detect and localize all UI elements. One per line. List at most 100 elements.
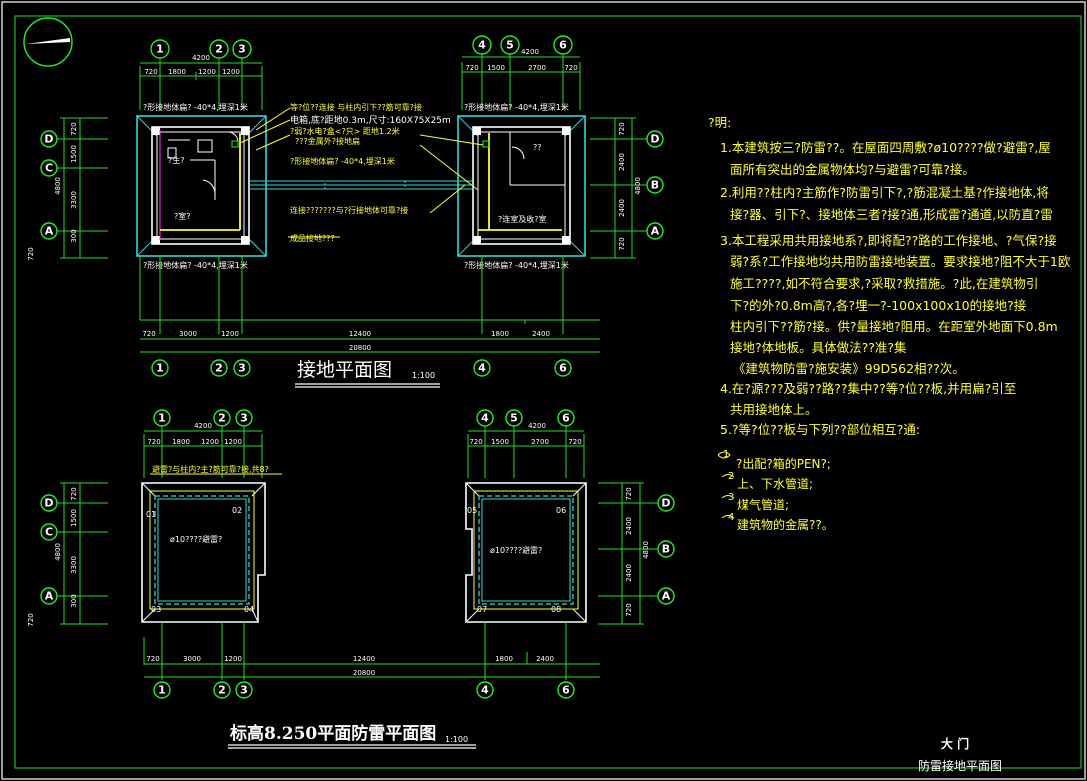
plan1-room-right-2: ?连室及收?室 — [498, 214, 547, 224]
plan1-ann-mid2: 电箱,底?距地0.3m,尺寸:160X75X25m — [290, 114, 451, 126]
plan1-left-dim-4: 720 — [27, 247, 35, 260]
plan1-ann-ring-tl: ?形接地体扁? -40*4,埋深1米 — [143, 102, 248, 112]
notes-line-0: 1.本建筑按三?防雷??。在屋面四周敷?ø10????做?避雷?,屋 — [720, 140, 1051, 155]
plan1-axis-bottom-6: 6 — [559, 362, 567, 375]
plan1-ann-mid5: ?形接地体扁? -40*4,埋深1米 — [290, 156, 395, 166]
plan2-right-lightning-belt — [478, 495, 574, 605]
plan1-ann-mid7: 成品接地??? — [290, 233, 335, 243]
plan1-bottom-dim-4: 1800 — [491, 330, 509, 338]
sheet-border-inner — [14, 15, 1082, 769]
plan2-axis-right-A: A — [662, 590, 671, 603]
notes-line-7: 下?的外?0.8m高?,各?埋一?-100x100x10的接地?接 — [730, 298, 1027, 313]
plan1-axis-top-5: 5 — [506, 39, 514, 52]
title-block-subtitle: 防雷接地平面图 — [918, 758, 1002, 773]
plan1-ann-mid6: 连接???????与?行接地体可靠?接 — [290, 205, 408, 215]
plan1-axis-bottom-3: 3 — [238, 362, 246, 375]
plan1-left-dim-1: 1500 — [70, 145, 78, 163]
plan2-top-dim-overall-right: 4200 — [528, 422, 546, 430]
notes-sub-item-2: 上、下水管道; — [737, 476, 813, 491]
plan1-top-dim-overall-right: 4200 — [521, 48, 539, 56]
plan2-right-dim-0: 720 — [625, 487, 633, 500]
plan2-axis-top-5: 5 — [510, 412, 518, 425]
plan1-axis-bottom-1: 1 — [156, 362, 164, 375]
plan2-right-dim-3: 720 — [625, 603, 633, 616]
plan1-right-ring-ground — [457, 115, 586, 257]
plan1-scale: 1:100 — [412, 371, 435, 380]
plan1-left-dim-0: 720 — [70, 122, 78, 135]
plan1-bottom-dim-5: 2400 — [532, 330, 550, 338]
plan1-left-dim-3: 300 — [70, 229, 78, 242]
plan2-right-dim-1: 2400 — [625, 517, 633, 535]
notes-sub-item-1: ?出配?箱的PEN?; — [736, 456, 831, 471]
plan1-left-ring-ground — [136, 115, 267, 257]
plan2-left-dim-0: 720 — [70, 487, 78, 500]
plan1-axis-top-1: 1 — [156, 43, 164, 56]
notes-line-3: 接?器、引下?、接地体三者?接?通,形成雷?通道,以防直?雷 — [730, 207, 1053, 222]
plan2-axis-bottom-3: 3 — [240, 684, 248, 697]
notes-heading: ?明: — [708, 115, 731, 130]
plan2-point-08: 08 — [551, 605, 561, 614]
plan2-axis-left-D: D — [44, 497, 53, 510]
plan2-point-02: 02 — [232, 506, 242, 515]
plan1-ann-ring-bl: ?形接地体扁? -40*4,埋深1米 — [143, 260, 248, 270]
plan2-axis-top-6: 6 — [562, 412, 570, 425]
plan1-axis-top-3: 3 — [238, 43, 246, 56]
plan1-title: 接地平面图 — [297, 359, 392, 381]
plan1-bottom-overall: 20800 — [349, 344, 371, 352]
plan2-top-dim-l1: 1800 — [172, 438, 190, 446]
plan2-right-dim-2: 2400 — [625, 564, 633, 582]
plan1-axis-bottom-2: 2 — [215, 362, 223, 375]
plan2-point-03: 03 — [151, 605, 161, 614]
plan2-axis-bottom-6: 6 — [562, 684, 570, 697]
plan1-right-dim-2: 2400 — [618, 199, 626, 217]
plan2-point-04: 04 — [244, 605, 254, 614]
notes-line-6: 施工????,如不符合要求,?采取?救措施。?此,在建筑物引 — [730, 276, 1038, 291]
plan2-title: 标高8.250平面防雷平面图 — [230, 723, 436, 744]
plan1-bottom-dim-2: 1200 — [221, 330, 239, 338]
plan2-top-dim-l0: 720 — [147, 438, 160, 446]
plan2-point-01: 01 — [146, 510, 156, 519]
north-arrow-icon — [23, 17, 73, 67]
plan1-ann-ring-tr: ?形接地体扁? -40*4,埋深1米 — [464, 102, 569, 112]
notes-line-2: 2.利用??柱内?主筋作?防雷引下?,?筋混凝土基?作接地体,将 — [720, 185, 1049, 200]
plan2-scale: 1:100 — [445, 735, 468, 744]
plan1-top-dim-l0: 720 — [144, 68, 157, 76]
plan2-axis-top-2: 2 — [218, 412, 226, 425]
plan2-bottom-dim-0: 720 — [146, 655, 159, 663]
plan2-axis-right-D: D — [661, 497, 670, 510]
title-block: 大 门 防雷接地平面图 — [918, 736, 1002, 773]
plan1-top-dim-r2: 2700 — [528, 64, 546, 72]
notes-line-11: 4.在?源???及弱??路??集中??等?位??板,并用扁?引至 — [720, 381, 1016, 396]
plan1-axis-right-A: A — [651, 225, 660, 238]
plan1-axis-left-D: D — [44, 133, 53, 146]
plan1-axis-right-B: B — [651, 179, 659, 192]
plan1-ann-mid1: 等?位??连接 与柱内引下??筋可靠?接 — [290, 102, 422, 112]
notes-line-8: 柱内引下??筋?接。供?量接地?阻用。在距室外地面下0.8m — [730, 319, 1058, 334]
notes-block: ?明: 1.本建筑按三?防雷??。在屋面四周敷?ø10????做?避雷?,屋 面… — [708, 115, 1071, 532]
notes-sub-item-3: 煤气管道; — [737, 497, 789, 512]
plan1-ann-mid4: ???金属外?接地扁 — [295, 136, 360, 146]
plan1-ann-mid3: ?弱?水电?盒<?只> 距地1.2米 — [290, 126, 400, 136]
notes-sub-marker-3: 3 — [728, 492, 734, 503]
plan1-bottom-dim-3: 12400 — [349, 330, 371, 338]
plan1-grounding-plan: 1 2 3 4 5 6 4200 720 1800 1200 1200 4200 — [27, 35, 664, 388]
plan2-top-dim-r3: 720 — [568, 438, 581, 446]
notes-line-13: 5.?等?位??板与下列??部位相互?通: — [720, 422, 920, 437]
plan1-top-dim-r0: 720 — [465, 64, 478, 72]
plan1-room-left-1: ?生? — [168, 155, 185, 165]
plan2-top-dim-l2: 1200 — [201, 438, 219, 446]
notes-line-5: 弱?系?工作接地均共用防雷接地装置。要求接地?阻不大于1欧 — [730, 254, 1071, 269]
plan1-room-right-1: ?? — [533, 143, 542, 152]
plan1-left-dim-2: 3300 — [70, 191, 78, 209]
title-block-name: 大 门 — [941, 736, 969, 751]
plan2-left-dim-overall: 4800 — [54, 543, 62, 561]
plan1-top-dim-l3: 1200 — [222, 68, 240, 76]
plan2-top-dim-r0: 720 — [469, 438, 482, 446]
plan1-top-dim-l2: 1200 — [198, 68, 216, 76]
notes-sub-marker-2: 2 — [728, 471, 734, 482]
plan2-top-dim-l3: 1200 — [224, 438, 242, 446]
plan1-axis-left-A: A — [45, 225, 54, 238]
plan2-axis-bottom-2: 2 — [218, 684, 226, 697]
plan1-top-dim-r1: 1500 — [487, 64, 505, 72]
